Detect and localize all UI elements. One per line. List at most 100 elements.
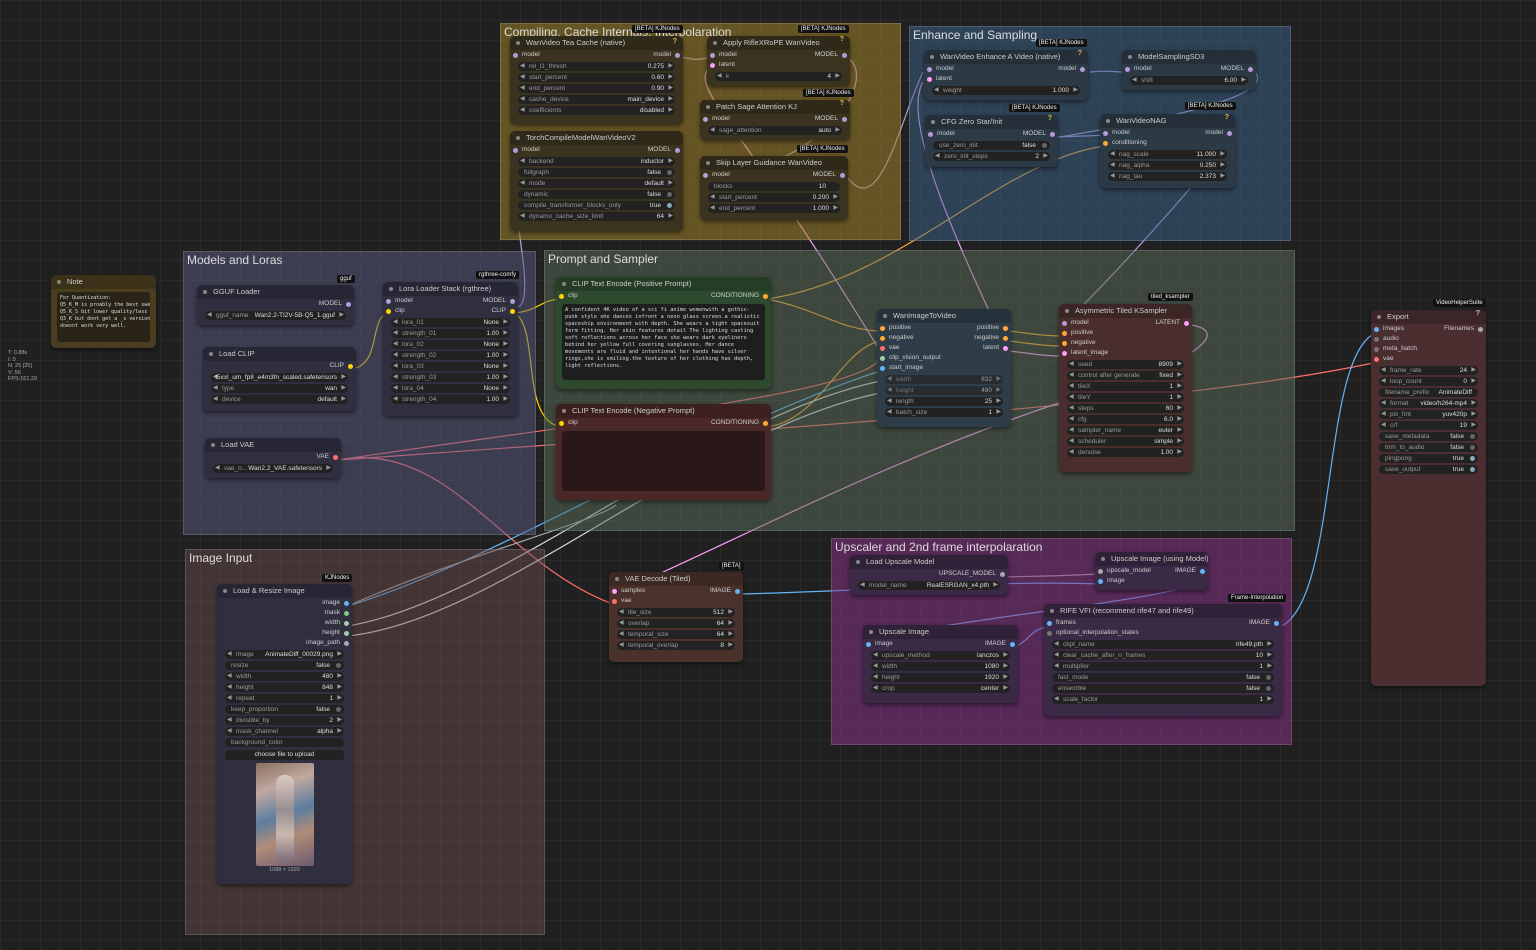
widget-k[interactable]: k4 — [715, 72, 842, 81]
node-gguf[interactable]: GGUF Loader MODEL gguf_nameWan2.2-TI2V-5… — [197, 285, 354, 325]
latent-input-socket[interactable] — [1062, 350, 1067, 356]
images-input-socket[interactable] — [1374, 326, 1379, 332]
note-text[interactable]: For Quantization: Q5_K_M is proably the … — [57, 292, 150, 342]
model-input-socket[interactable] — [1103, 130, 1108, 136]
mask-output-socket[interactable] — [344, 610, 349, 616]
upscale-model-input-socket[interactable] — [1098, 568, 1103, 574]
vae-input-socket[interactable] — [612, 598, 617, 604]
model-output-socket[interactable] — [675, 52, 680, 58]
conditioning-input-socket[interactable] — [1103, 140, 1108, 146]
help-icon[interactable]: ? — [672, 38, 677, 45]
model-output-socket[interactable] — [1248, 66, 1253, 72]
widget-background-color[interactable]: background_color — [225, 738, 344, 747]
vae-input-socket[interactable] — [1374, 356, 1379, 362]
node-rife[interactable]: RIFE VFI (recommend rife47 and rife49) f… — [1044, 604, 1282, 716]
widget-strength-03[interactable]: strength_031.00 — [391, 373, 510, 382]
node-load-upscale-model[interactable]: Load Upscale Model UPSCALE_MODEL model_n… — [850, 555, 1008, 595]
upscale-model-output-socket[interactable] — [1000, 571, 1005, 577]
negative-input-socket[interactable] — [1062, 340, 1067, 346]
image-input-socket[interactable] — [1098, 578, 1103, 584]
model-input-socket[interactable] — [1125, 66, 1130, 72]
model-input-socket[interactable] — [703, 172, 708, 178]
node-enhance[interactable]: WanVideo Enhance A Video (native) ? mode… — [924, 50, 1088, 100]
meta-batch-input-socket[interactable] — [1374, 346, 1379, 352]
latent-output-socket[interactable] — [1003, 345, 1008, 351]
clip-vision-input-socket[interactable] — [880, 355, 885, 361]
width-output-socket[interactable] — [344, 620, 349, 626]
height-output-socket[interactable] — [344, 630, 349, 636]
model-output-socket[interactable] — [510, 298, 515, 304]
node-load-vae[interactable]: Load VAE VAE vae_n...Wan2.2_VAE.safetens… — [205, 438, 341, 478]
model-input-socket[interactable] — [703, 116, 708, 122]
positive-prompt-text[interactable]: A confident 4K video of a sci fi anime w… — [562, 304, 765, 380]
node-load-resize-image[interactable]: Load & Resize Image image mask width hei… — [217, 584, 352, 884]
image-input-socket[interactable] — [866, 641, 871, 647]
widget-strength-02[interactable]: strength_021.00 — [391, 351, 510, 360]
widget-clip-name[interactable]: t5xxl_um_fp8_e4m3fn_scaled.safetensors — [211, 373, 348, 382]
help-icon[interactable]: ? — [1224, 114, 1229, 121]
model-input-socket[interactable] — [927, 66, 932, 72]
positive-input-socket[interactable] — [880, 325, 885, 331]
widget-strength-04[interactable]: strength_041.00 — [391, 395, 510, 404]
conditioning-output-socket[interactable] — [763, 293, 768, 299]
model-input-socket[interactable] — [928, 131, 933, 137]
model-input-socket[interactable] — [513, 52, 518, 58]
model-output-socket[interactable] — [1050, 131, 1055, 137]
positive-output-socket[interactable] — [1003, 325, 1008, 331]
widget-divisible-by[interactable]: divisible_by2 — [225, 716, 344, 725]
audio-input-socket[interactable] — [1374, 336, 1379, 342]
model-output-socket[interactable] — [675, 147, 680, 153]
